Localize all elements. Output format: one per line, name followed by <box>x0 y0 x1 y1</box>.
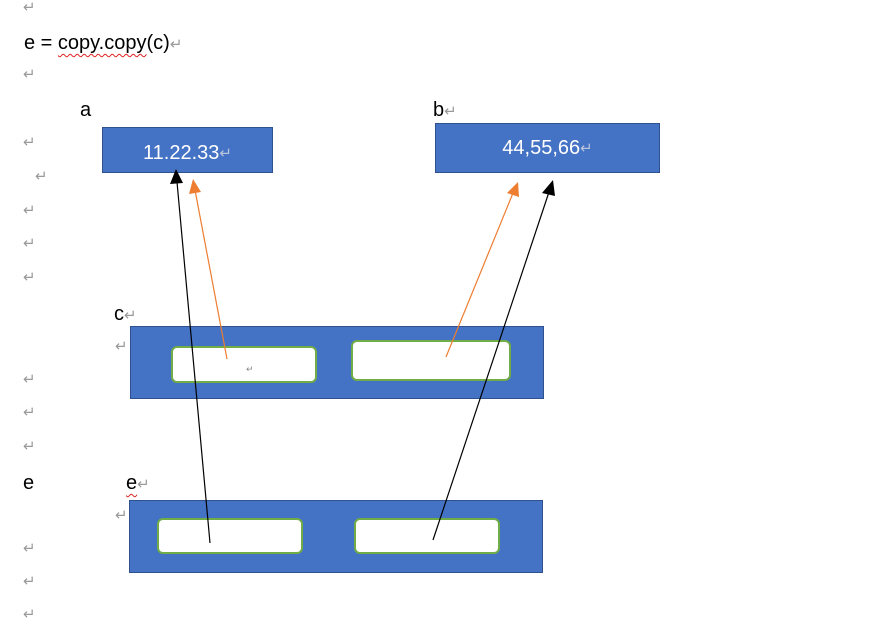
paragraph-mark: ↵ <box>23 605 36 623</box>
paragraph-mark: ↵ <box>23 133 36 151</box>
object-a-value: 11.22.33 <box>143 141 220 164</box>
code-line: e = copy.copy(c)↵ <box>24 31 182 56</box>
label-c: c↵ <box>114 303 137 325</box>
label-e: e↵ <box>126 472 150 494</box>
label-a: a <box>80 99 92 121</box>
paragraph-mark: ↵ <box>23 403 36 421</box>
object-b-value: 44,55,66 <box>502 136 581 159</box>
paragraph-mark: ↵ <box>23 539 36 557</box>
paragraph-mark: ↵ <box>23 0 36 16</box>
label-e-margin: e <box>23 472 35 494</box>
paragraph-mark: ↵ <box>580 139 593 157</box>
paragraph-mark: ↵ <box>23 572 36 590</box>
object-box-b: 44,55,66↵ <box>435 123 660 173</box>
paragraph-mark: ↵ <box>115 337 128 355</box>
paragraph-mark: ↵ <box>23 201 36 219</box>
paragraph-mark: ↵ <box>23 437 36 455</box>
paragraph-mark: ↵ <box>115 506 128 524</box>
paragraph-mark: ↵ <box>23 234 36 252</box>
code-variable: e <box>24 32 36 54</box>
paragraph-mark: ↵ <box>246 365 254 375</box>
slot-c-1 <box>351 340 511 381</box>
label-b: b↵ <box>433 99 457 121</box>
object-box-a: 11.22.33↵ <box>102 127 273 173</box>
slot-c-0: ↵ <box>171 346 317 383</box>
paragraph-mark: ↵ <box>169 35 183 53</box>
paragraph-mark: ↵ <box>219 144 232 162</box>
slot-e-1 <box>354 518 500 554</box>
paragraph-mark: ↵ <box>23 370 36 388</box>
paragraph-mark: ↵ <box>35 167 48 185</box>
paragraph-mark: ↵ <box>23 268 36 286</box>
code-args: (c) <box>146 32 170 54</box>
slot-e-0 <box>157 518 303 554</box>
code-operator: = <box>35 32 58 54</box>
code-function-misspelled: copy.copy <box>57 32 147 54</box>
paragraph-mark: ↵ <box>23 65 36 83</box>
